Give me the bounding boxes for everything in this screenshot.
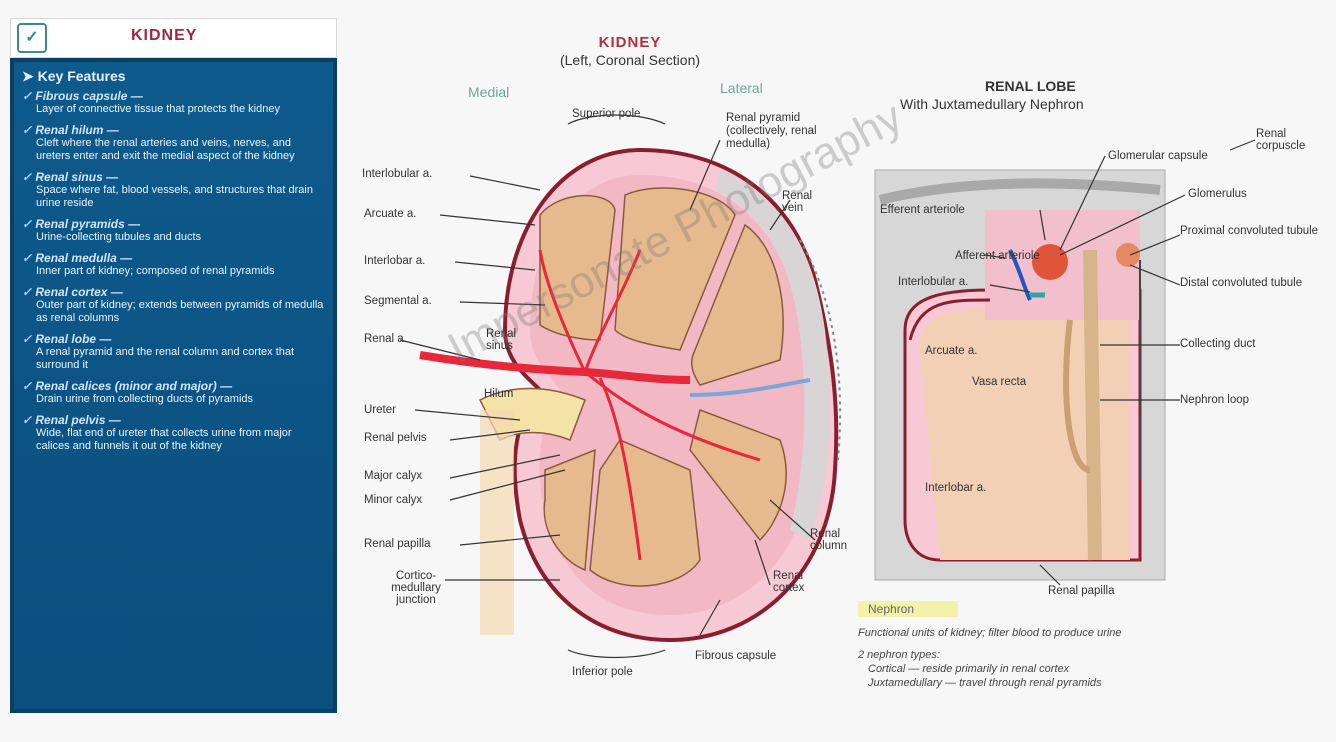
label-efferent-arteriole: Efferent arteriole	[880, 204, 965, 216]
label-lobe-interlobular-a: Interlobular a.	[898, 276, 968, 288]
label-major-calyx: Major calyx	[364, 470, 422, 482]
notes-line: Cortical — reside primarily in renal cor…	[858, 662, 1320, 676]
label-segmental-a: Segmental a.	[364, 295, 432, 307]
label-corticomedullary: Cortico-medullary junction	[386, 570, 446, 606]
label-lobe-arcuate-a: Arcuate a.	[925, 345, 977, 357]
label-renal-column: Renal column	[810, 528, 860, 552]
label-lobe-renal-papilla: Renal papilla	[1048, 585, 1115, 597]
label-renal-corpuscle: Renal corpuscle	[1256, 128, 1316, 152]
label-interlobar-a: Interlobar a.	[364, 255, 425, 267]
label-inferior-pole: Inferior pole	[572, 666, 633, 678]
label-distal-tubule: Distal convoluted tubule	[1180, 277, 1320, 289]
label-glomerular-capsule: Glomerular capsule	[1108, 150, 1208, 162]
label-ureter: Ureter	[364, 404, 396, 416]
collecting-duct	[1090, 250, 1095, 560]
label-glomerulus: Glomerulus	[1188, 188, 1247, 200]
notes-line: 2 nephron types:	[858, 648, 1320, 662]
ureter	[480, 410, 514, 635]
label-renal-papilla: Renal papilla	[364, 538, 431, 550]
label-superior-pole: Superior pole	[572, 108, 640, 120]
lobe-subtitle: With Juxtamedullary Nephron	[900, 96, 1084, 112]
label-hilum: Hilum	[484, 388, 513, 400]
label-renal-pelvis: Renal pelvis	[364, 432, 427, 444]
label-fibrous-capsule: Fibrous capsule	[695, 650, 776, 662]
label-collecting-duct: Collecting duct	[1180, 338, 1255, 350]
medial-label: Medial	[468, 84, 509, 100]
lateral-label: Lateral	[720, 80, 763, 96]
label-proximal-tubule: Proximal convoluted tubule	[1180, 225, 1320, 237]
label-renal-a: Renal a.	[364, 333, 407, 345]
notes-line: Functional units of kidney; filter blood…	[858, 626, 1320, 640]
label-minor-calyx: Minor calyx	[364, 494, 422, 506]
nephron-notes: Nephron Functional units of kidney; filt…	[858, 600, 1320, 720]
label-arcuate-a: Arcuate a.	[364, 208, 416, 220]
label-lobe-interlobar-a: Interlobar a.	[925, 482, 986, 494]
label-renal-pyramid: Renal pyramid (collectively, renal medul…	[726, 112, 836, 151]
label-renal-sinus: Renal sinus	[486, 328, 536, 352]
label-vasa-recta: Vasa recta	[972, 376, 1026, 388]
label-afferent-arteriole: Afferent arteriole	[955, 250, 1040, 262]
label-nephron-loop: Nephron loop	[1180, 394, 1249, 406]
notes-line: Juxtamedullary — travel through renal py…	[858, 676, 1320, 690]
lobe-title: RENAL LOBE	[985, 78, 1076, 94]
label-renal-vein: Renal vein	[782, 190, 822, 214]
notes-heading: Nephron	[858, 601, 958, 617]
kidney-title: KIDNEY	[510, 34, 750, 51]
label-renal-cortex: Renal cortex	[773, 570, 823, 594]
kidney-subtitle: (Left, Coronal Section)	[490, 52, 770, 68]
label-interlobular-a: Interlobular a.	[362, 168, 432, 180]
